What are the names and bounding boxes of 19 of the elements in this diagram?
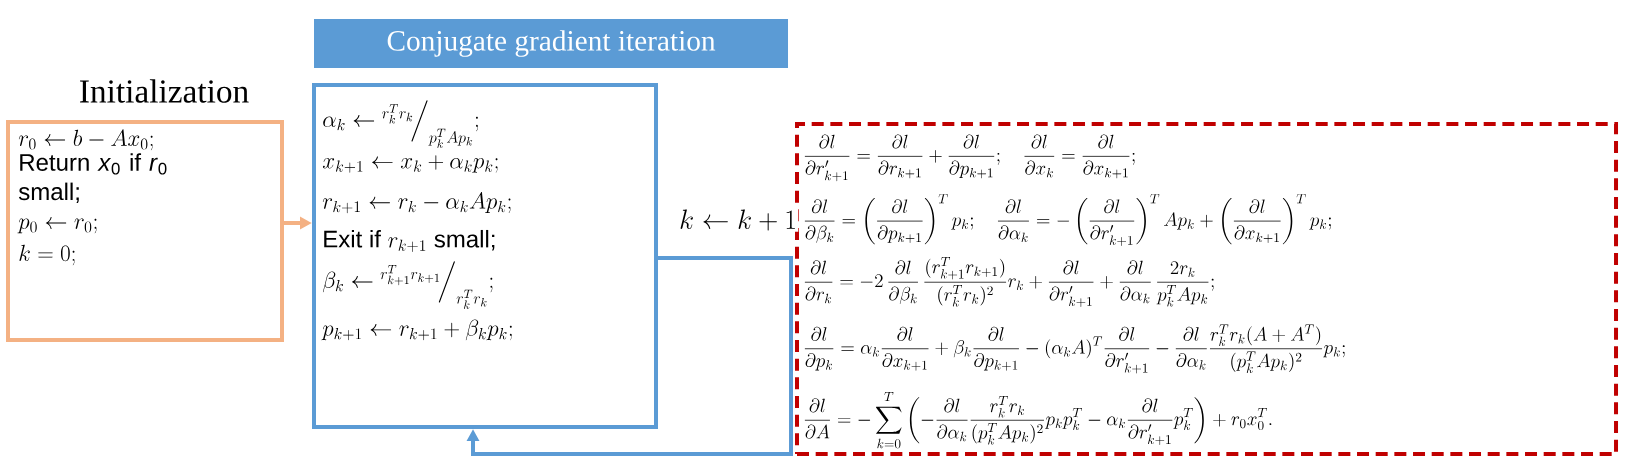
algorithm-step: $\text{Exit if } r_{k+1} \text{ small;}$: [324, 229, 495, 253]
algorithm-step: $p_{k+1} \leftarrow r_{k+1} + \beta_k p_k;$: [321, 319, 512, 341]
algorithm-step: $r_{k+1} \leftarrow r_k - \alpha_k A p_k;$: [322, 192, 511, 214]
equation: $\frac{\partial l}{\partial r_k} = -2\,\frac{\partial l}{\partial \beta_k}\,\frac{(r_{k+1}^T r_{k+1})}{(r_k^T r_k)^2} r_k + \frac{\partial l}{\partial r'_{k+1}} + \frac{\partial l}{\partial \alpha_k}\,\frac{2 r_k}{p_k^T A p_k};$: [804, 257, 1214, 307]
arrow: [466, 256, 793, 456]
algorithm-step: $\alpha_k \leftarrow {}^{r_k^T r_k}\!\Big/_{p_k^T A p_k};$: [323, 100, 478, 148]
equation: $\frac{\partial l}{\partial \beta_k} = \left(\frac{\partial l}{\partial p_{k+1}}\right)^T p_k; \quad \frac{\partial l}{\partial \alpha_k} = -\left(\frac{\partial l}{\partial r'_{k+1}}\right)^T A p_k + \left(\frac{\partial l}{\partial x_{k+1}}\right)^T p_k;$: [804, 194, 1331, 246]
algorithm-step: $x_{k+1} \leftarrow x_k + \alpha_k p_k;$: [322, 155, 498, 173]
title-band: Conjugate gradient iteration: [314, 19, 788, 68]
box-heading: Initialization: [80, 79, 249, 103]
algorithm-step: $p_0 \leftarrow r_0;$: [17, 216, 97, 234]
algorithm-step: $r_0 \leftarrow b - A x_0;$: [18, 129, 153, 151]
algorithm-step: $\beta_k \leftarrow {}^{r_{k+1}^T r_{k+1}}\!\Big/_{r_k^T r_k};$: [322, 261, 493, 309]
edge-label: $k \leftarrow k+1$: [677, 208, 799, 232]
equation: $\frac{\partial l}{\partial r'_{k+1}} = \frac{\partial l}{\partial r_{k+1}} + \frac{\partial l}{\partial p_{k+1}}; \quad \frac{\partial l}{\partial x_k} = \frac{\partial l}{\partial x_{k+1}};$: [804, 134, 1135, 182]
algorithm-step: $k = 0;$: [19, 244, 75, 266]
equation: $\frac{\partial l}{\partial p_k} = \alpha_k \frac{\partial l}{\partial x_{k+1}} + \beta_k \frac{\partial l}{\partial p_{k+1}} - (\alpha_k A)^T \frac{\partial l}{\partial r'_{k+1}} - \frac{\partial l}{\partial \alpha_k} \frac{r_k^T r_k (A + A^T)}{(p_k^T A p_k)^2} p_k;$: [804, 324, 1345, 374]
equation: $\frac{\partial l}{\partial A} = -\sum_{k=0}^{T} \left(-\frac{\partial l}{\partial \alpha_k} \frac{r_k^T r_k}{(p_k^T A p_k)^2} p_k p_k^T - \alpha_k \frac{\partial l}{\partial r'_{k+1}} p_k^T\right) + r_0 x_0^T.$: [804, 392, 1272, 449]
algorithm-step: Return x$_{0}$ if r$_{0}$ small;: [18, 153, 167, 204]
